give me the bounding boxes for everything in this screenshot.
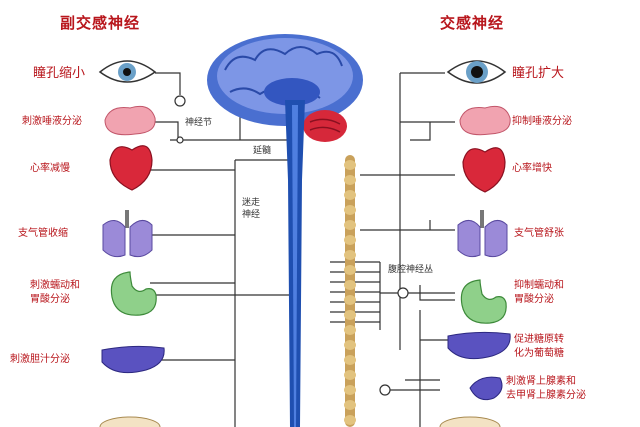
left-liver-icon: [101, 345, 165, 374]
brainstem-label: 延髓: [253, 146, 272, 156]
ganglion-node: [174, 95, 186, 107]
right-heart-label: 心率增快: [512, 163, 552, 174]
left-pupil-label: 瞳孔缩小: [33, 66, 86, 81]
right-liver-label-1: 促进糖原转: [514, 334, 564, 345]
right-bronchi-label: 支气管舒张: [514, 228, 564, 239]
left-stomach-label-2: 胃酸分泌: [30, 294, 70, 305]
right-eye-icon: [446, 60, 507, 84]
right-lungs-icon: [457, 210, 508, 258]
right-liver-label-2: 化为葡萄糖: [514, 348, 564, 359]
ganglion-nodes: [174, 95, 409, 396]
parasympathetic-title: 副交感神经: [60, 14, 141, 32]
right-salivary-gland-icon: [459, 105, 511, 136]
vagus-label-2: 神经: [242, 210, 261, 220]
left-bile-label: 刺激胆汁分泌: [10, 354, 70, 365]
left-bronchi-label: 支气管收缩: [18, 228, 68, 239]
right-adrenal-label-1: 刺激肾上腺素和: [506, 376, 576, 387]
right-stomach-label-1: 抑制蠕动和: [514, 280, 564, 291]
right-adrenal-label-2: 去甲肾上腺素分泌: [506, 390, 586, 401]
right-adrenal-icon: [469, 376, 503, 401]
right-organs: [439, 60, 511, 427]
right-saliva-label: 抑制唾液分泌: [512, 116, 572, 127]
sympathetic-chain: [344, 155, 356, 427]
right-pupil-label: 瞳孔扩大: [512, 66, 565, 81]
left-organs: [98, 60, 165, 427]
left-heart-label: 心率减慢: [30, 163, 70, 174]
left-heart-icon: [109, 145, 153, 191]
left-eye-icon: [98, 60, 157, 83]
left-stomach-icon: [110, 271, 157, 316]
right-heart-icon: [462, 147, 506, 193]
ganglion-label: 神经节: [185, 118, 213, 128]
right-stomach-icon: [460, 279, 507, 324]
left-stomach-label-1: 刺激蠕动和: [30, 280, 80, 291]
right-liver-icon: [447, 331, 511, 360]
left-saliva-label: 刺激唾液分泌: [22, 116, 82, 127]
right-stomach-label-2: 胃酸分泌: [514, 294, 554, 305]
left-lungs-icon: [102, 210, 153, 258]
left-salivary-gland-icon: [104, 105, 156, 136]
celiac-plexus-label: 腹腔神经丛: [388, 265, 434, 275]
celiac-node: [397, 287, 409, 299]
brain: [207, 34, 363, 142]
cerebellum: [303, 110, 347, 142]
sympathetic-title: 交感神经: [440, 14, 505, 32]
left-connector-lines: [150, 72, 296, 427]
vagus-label-1: 迷走: [242, 198, 261, 208]
